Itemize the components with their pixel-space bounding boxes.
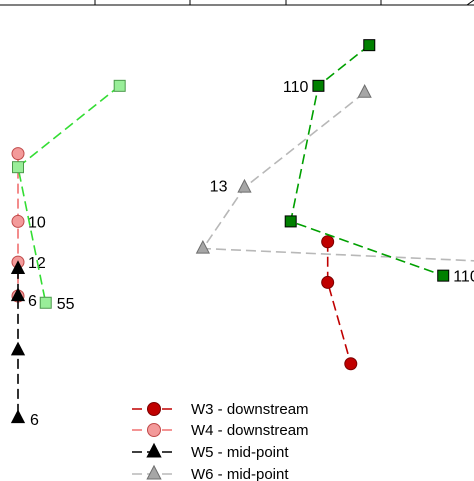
legend-item: W4 - downstream [132,422,309,439]
data-point-triangle [10,409,26,424]
data-point-square [363,39,376,52]
legend-item: W3 - downstream [132,401,309,418]
top-axis-corner-tick [466,0,474,6]
legend-marker-triangle [146,464,162,480]
data-point-circle [11,147,25,161]
legend-marker-triangle [146,442,162,458]
series-3: 6 [10,260,39,429]
series-5: 110 110 [283,39,474,286]
data-label: 13 [210,179,228,196]
legend-item: W6 - mid-point [132,464,289,481]
legend-label: W4 - downstream [191,422,309,439]
data-point-circle [321,235,335,249]
legend-label: W6 - mid-point [191,466,289,481]
series-6: 55 [12,79,126,313]
data-point-square [12,161,24,174]
data-point-square [312,79,325,92]
data-label: 6 [28,293,37,310]
data-point-triangle [237,178,252,193]
series-4: 13 [195,84,474,262]
legend-label: W3 - downstream [191,401,309,418]
data-point-circle [344,357,358,371]
series-line [289,44,444,277]
data-point-triangle [10,341,26,356]
data-point-square [39,296,52,309]
legend-item: W5 - mid-point [132,442,289,461]
plot-area: 1012661311011055 [10,39,474,429]
data-point-triangle [10,260,26,275]
data-point-triangle [10,287,26,302]
legend: W3 - downstream W4 - downstream W5 - mid-p… [132,401,309,481]
series-line [201,91,474,262]
data-label: 55 [57,296,75,313]
data-point-square [437,269,450,282]
series-line [326,241,352,365]
data-point-square [284,215,297,228]
data-point-circle [11,214,25,228]
data-point-triangle [195,239,211,254]
top-axis [0,0,474,6]
legend-marker-circle [147,402,161,416]
legend-label: W5 - mid-point [191,444,289,461]
legend-marker-circle [147,423,161,437]
data-label: 6 [30,412,39,429]
data-point-triangle [357,84,372,98]
data-label: 110 [283,79,309,96]
data-point-square [113,79,126,92]
data-label: 10 [28,214,46,231]
data-label: 110 [453,269,474,286]
data-point-circle [321,275,335,289]
series-1 [321,235,358,371]
